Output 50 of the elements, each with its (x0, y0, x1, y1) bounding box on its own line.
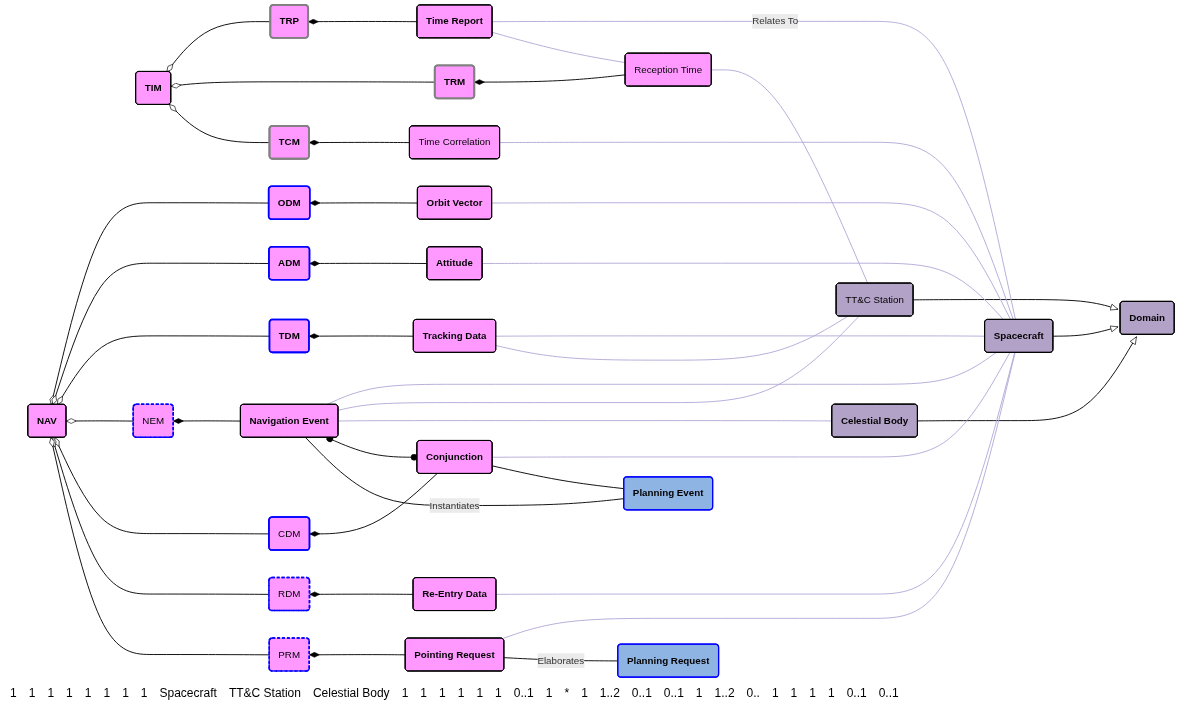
multiplicity-label: Spacecraft (159, 686, 217, 700)
multiplicity-label: 1 (66, 686, 73, 700)
multiplicity-label: Celestial Body (312, 686, 390, 700)
multiplicity-label: 1 (47, 686, 55, 700)
connector (326, 352, 997, 406)
edge-label: Instantiates (429, 500, 480, 511)
multiplicity-label: 1 (790, 686, 798, 700)
multiplicity-label: 1 (771, 686, 779, 700)
connector (337, 315, 860, 411)
multiplicity-label: 1 (84, 686, 92, 700)
multiplicity-label: 1..2 (599, 686, 620, 700)
multiplicity-label: 0..1 (513, 686, 534, 700)
multiplicity-label: 1 (695, 686, 703, 700)
multiplicity-label: 1 (545, 686, 553, 700)
connector (492, 352, 1011, 458)
multiplicity-label: 1 (581, 686, 588, 700)
multiplicity-label: 1 (827, 686, 835, 700)
connector (495, 315, 849, 361)
multiplicity-label: 0..1 (846, 686, 867, 700)
multiplicity-label: 1 (420, 686, 427, 700)
connector (495, 352, 1016, 595)
multiplicity-label: 1 (122, 686, 129, 700)
connector (481, 262, 1005, 321)
multiplicity-label: * (564, 686, 570, 700)
connector (499, 141, 1014, 321)
connector (491, 20, 1016, 321)
connector (337, 420, 833, 422)
multiplicity-label: 1 (10, 686, 17, 700)
connector (501, 352, 1016, 640)
multiplicity-label: 1 (140, 686, 148, 700)
connector (491, 31, 626, 64)
multiplicity-label: 1 (401, 686, 409, 700)
multiplicity-label: 0..1 (663, 686, 684, 700)
multiplicity-label: 1 (103, 686, 111, 700)
multiplicity-label: 1 (28, 686, 36, 700)
edge-label: Elaborates (537, 655, 585, 666)
edge-label: Relates To (752, 15, 799, 27)
multiplicity-label: 1..2 (714, 686, 735, 700)
multiplicity-label: TT&C Station (228, 686, 301, 700)
multiplicity-label: 1 (457, 686, 465, 700)
multiplicity-label: 1 (809, 686, 816, 700)
connector (495, 335, 986, 337)
multiplicity-label: 0..1 (878, 686, 899, 700)
multiplicity-label: 1 (495, 686, 502, 700)
connector (711, 69, 869, 284)
multiplicity-label: 0.. (746, 686, 760, 700)
multiplicity-label: 1 (439, 686, 446, 700)
connector (491, 202, 1012, 321)
multiplicity-label: 1 (476, 686, 484, 700)
multiplicity-label: 0..1 (631, 686, 652, 700)
